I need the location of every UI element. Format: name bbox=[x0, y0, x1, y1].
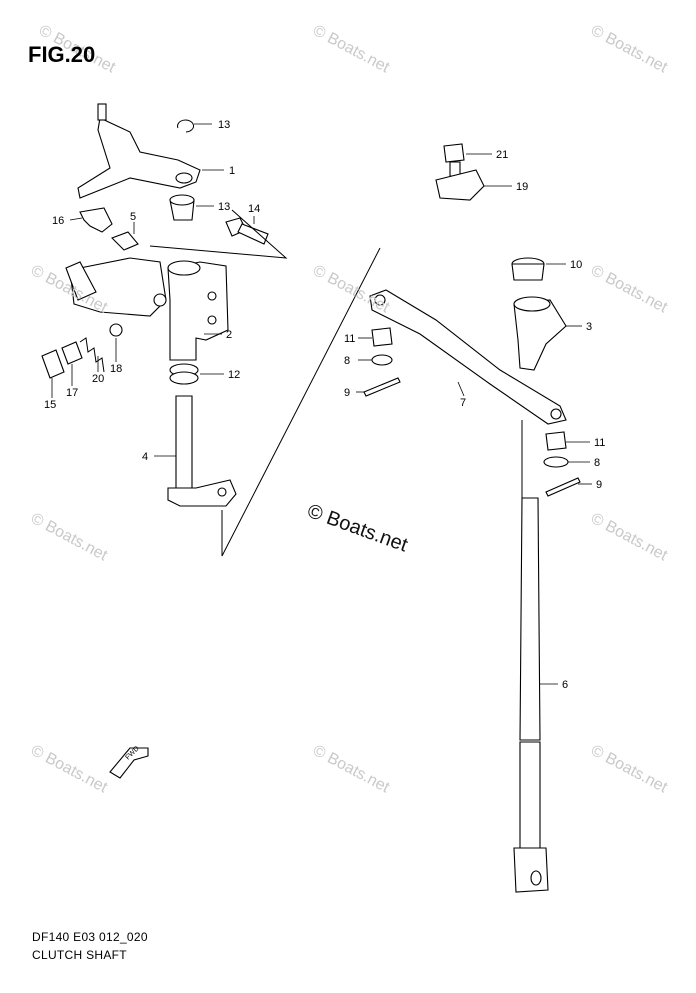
callout-labels: 13 1 13 14 16 5 2 12 4 15 17 20 18 21 19… bbox=[44, 119, 605, 691]
callout-18: 18 bbox=[110, 363, 122, 375]
callout-10: 10 bbox=[570, 259, 582, 271]
callout-1: 1 bbox=[229, 165, 235, 177]
part-lever-1 bbox=[77, 103, 201, 199]
part-clamp-19 bbox=[435, 169, 485, 201]
part-ball-18 bbox=[109, 323, 123, 337]
callout-21: 21 bbox=[496, 149, 508, 161]
part-clip-16 bbox=[79, 207, 113, 233]
part-washer-17 bbox=[61, 341, 83, 365]
callout-8-left: 8 bbox=[344, 355, 350, 367]
part-housing-2 bbox=[167, 260, 229, 361]
callout-7: 7 bbox=[460, 397, 466, 409]
part-bolt-21 bbox=[443, 143, 465, 177]
callout-5: 5 bbox=[130, 211, 136, 223]
part-spring-20 bbox=[79, 337, 105, 373]
part-ring-12 bbox=[169, 363, 199, 385]
part-plug-10 bbox=[511, 257, 545, 281]
callout-13-bushing: 13 bbox=[218, 201, 230, 213]
part-bolt-14 bbox=[225, 217, 269, 245]
callout-8-right: 8 bbox=[594, 457, 600, 469]
callout-11-right: 11 bbox=[594, 437, 605, 449]
callout-11-left: 11 bbox=[344, 333, 355, 345]
part-nut-11-right bbox=[545, 431, 567, 451]
callout-17: 17 bbox=[66, 387, 78, 399]
footer-code: DF140 E03 012_020 bbox=[32, 930, 148, 944]
part-fitting-5 bbox=[111, 231, 139, 251]
callout-13-top: 13 bbox=[218, 119, 230, 131]
callout-9-right: 9 bbox=[596, 479, 602, 491]
callout-15: 15 bbox=[44, 399, 56, 411]
callout-4: 4 bbox=[142, 451, 148, 463]
part-shaft-4 bbox=[167, 395, 237, 507]
callout-16: 16 bbox=[52, 215, 64, 227]
part-pin-9-right bbox=[545, 477, 581, 497]
figure-title: FIG.20 bbox=[28, 42, 96, 67]
part-washer-8-right bbox=[543, 456, 569, 468]
callout-12: 12 bbox=[228, 369, 240, 381]
callout-19: 19 bbox=[516, 181, 528, 193]
footer-name: CLUTCH SHAFT bbox=[32, 948, 127, 962]
part-bushing-13 bbox=[169, 194, 195, 221]
part-circlip-13 bbox=[177, 119, 195, 133]
callout-20: 20 bbox=[92, 373, 104, 385]
fwd-arrow-icon bbox=[109, 747, 149, 779]
part-link-7 bbox=[369, 289, 567, 425]
part-shaft-6 bbox=[513, 497, 549, 893]
part-pin-9-left bbox=[363, 377, 401, 397]
part-plug-15 bbox=[41, 349, 65, 379]
part-bracket bbox=[65, 257, 167, 317]
part-bushing-3 bbox=[513, 296, 567, 371]
callout-6: 6 bbox=[562, 679, 568, 691]
callout-9-left: 9 bbox=[344, 387, 350, 399]
callout-14: 14 bbox=[248, 203, 260, 215]
part-nut-11-left bbox=[371, 327, 393, 347]
callout-3: 3 bbox=[586, 321, 592, 333]
leader-lines bbox=[51, 123, 592, 685]
part-washer-8-left bbox=[371, 354, 393, 366]
callout-2: 2 bbox=[226, 329, 232, 341]
